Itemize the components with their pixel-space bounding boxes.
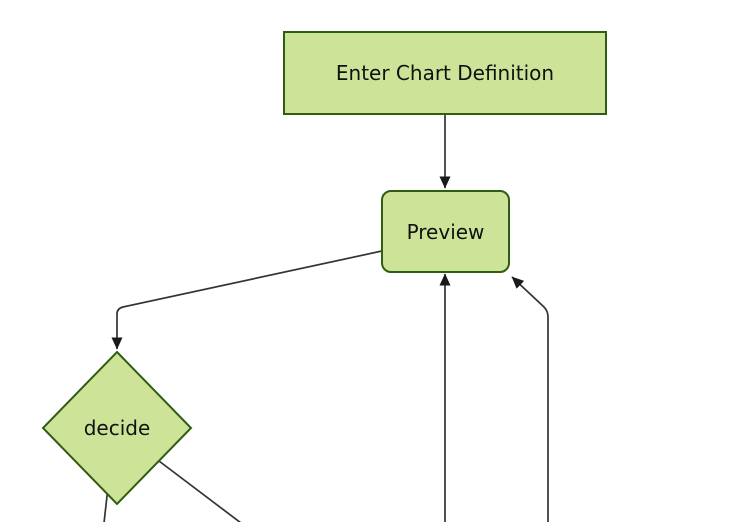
node-decide: decide	[41, 350, 193, 506]
node-label: Preview	[406, 219, 485, 244]
node-enter-chart-definition: Enter Chart Definition	[283, 31, 607, 115]
node-label: decide	[83, 416, 151, 440]
diamond-shape	[41, 350, 193, 506]
node-preview: Preview	[381, 190, 510, 273]
node-label: Enter Chart Definition	[335, 61, 555, 85]
edge-preview-to-decide	[111, 250, 383, 350]
edge-bottom-up-to-preview-corner	[511, 276, 549, 522]
edge-decide-to-offscreen-right	[158, 460, 242, 522]
